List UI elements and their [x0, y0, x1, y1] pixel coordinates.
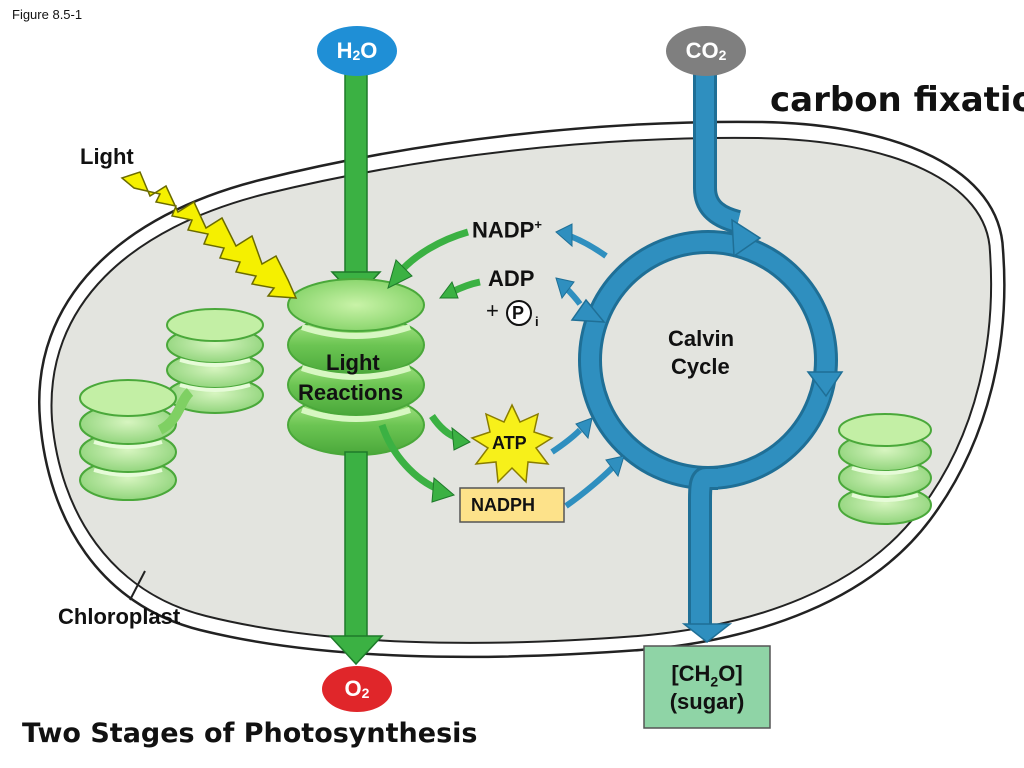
granum-left-front	[79, 379, 194, 501]
nadph-label: NADPH	[471, 495, 536, 515]
adp-label: ADP	[488, 266, 535, 291]
sugar-box	[643, 645, 771, 729]
nadph-box	[459, 487, 565, 523]
phosphate-subscript: i	[535, 314, 539, 329]
light-lightning-bolt	[120, 171, 298, 299]
calvin-cycle-label-line1: Calvin	[668, 326, 735, 351]
phosphate-label: P	[512, 303, 525, 323]
atp-star	[470, 403, 554, 484]
chloroplast-label: Chloroplast	[58, 604, 181, 629]
calvin-arrowhead-top	[731, 218, 762, 258]
calvin-arrowhead-left	[570, 298, 606, 323]
sugar-label: [CH2O] (sugar)	[669, 660, 745, 715]
diagram-caption: Two Stages of Photosynthesis	[22, 718, 478, 749]
phosphate-circle	[506, 300, 532, 326]
light-reactions-label-line2: Reactions	[298, 380, 404, 405]
nadp-return-arrow	[397, 228, 469, 275]
calvin-arrowhead-right	[806, 371, 844, 398]
light-label: Light	[80, 144, 134, 169]
nadph-production-arrow	[378, 423, 442, 494]
chloroplast-pointer-line	[129, 570, 146, 601]
light-reactions-thylakoid	[287, 278, 425, 456]
light-reactions-label-line1: Light	[326, 350, 380, 375]
cycle-to-nadp-arrow	[568, 233, 608, 259]
atp-to-cycle-arrow	[550, 427, 583, 455]
atp-label: ATP	[492, 433, 527, 453]
figure-label: Figure 8.5-1	[12, 7, 83, 22]
diagram-title: carbon fixation	[770, 80, 1024, 120]
plus-sign: +	[486, 298, 499, 323]
granum-left-back	[166, 308, 264, 414]
granum-right	[838, 413, 932, 525]
nadph-to-cycle-arrow	[564, 465, 615, 509]
calvin-cycle-label-line2: Cycle	[671, 354, 730, 379]
nadp-plus-label: NADP+	[472, 217, 542, 243]
o2-output-arrow	[328, 451, 384, 666]
